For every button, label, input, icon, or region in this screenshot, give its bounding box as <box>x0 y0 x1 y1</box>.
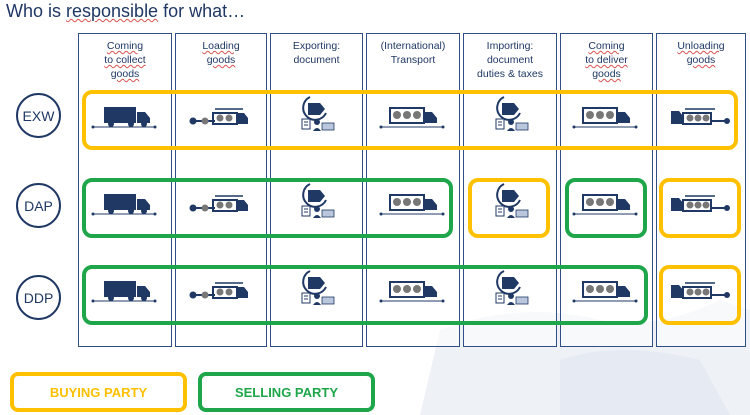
column-header: Exporting:document <box>292 40 341 66</box>
customs-document-icon <box>280 180 350 226</box>
row-label-ddp: DDP <box>16 275 61 320</box>
column-header: (International)Transport <box>380 40 446 66</box>
exw-buyer-frame <box>82 90 738 150</box>
loading-truck-icon <box>185 93 255 139</box>
transport-truck-icon <box>570 93 640 139</box>
legend-buying-party: BUYING PARTY <box>10 372 187 412</box>
unloading-truck-icon <box>665 180 735 226</box>
customs-document-icon <box>280 267 350 313</box>
truck-icon <box>89 93 159 139</box>
row-label-exw: EXW <box>16 93 61 138</box>
dap-buyer-unload-frame <box>659 178 741 238</box>
transport-truck-icon <box>377 180 447 226</box>
transport-truck-icon <box>570 180 640 226</box>
truck-icon <box>89 180 159 226</box>
customs-document-icon <box>474 267 544 313</box>
truck-icon <box>89 267 159 313</box>
loading-truck-icon <box>185 267 255 313</box>
ddp-seller-frame <box>82 265 648 325</box>
transport-truck-icon <box>570 267 640 313</box>
page-title: Who is responsible for what… <box>6 1 246 21</box>
unloading-truck-icon <box>665 93 735 139</box>
legend-selling-party: SELLING PARTY <box>198 372 375 412</box>
transport-truck-icon <box>377 93 447 139</box>
dap-seller-deliver-frame <box>565 178 647 238</box>
customs-document-icon <box>474 93 544 139</box>
dap-buyer-import-frame <box>468 178 550 238</box>
unloading-truck-icon <box>665 267 735 313</box>
loading-truck-icon <box>185 180 255 226</box>
dap-seller-frame <box>82 178 453 238</box>
column-transport: (International)Transport <box>366 33 460 347</box>
transport-truck-icon <box>377 267 447 313</box>
ddp-buyer-unload-frame <box>659 265 741 325</box>
customs-document-icon <box>280 93 350 139</box>
row-label-dap: DAP <box>16 183 61 228</box>
customs-document-icon <box>474 180 544 226</box>
